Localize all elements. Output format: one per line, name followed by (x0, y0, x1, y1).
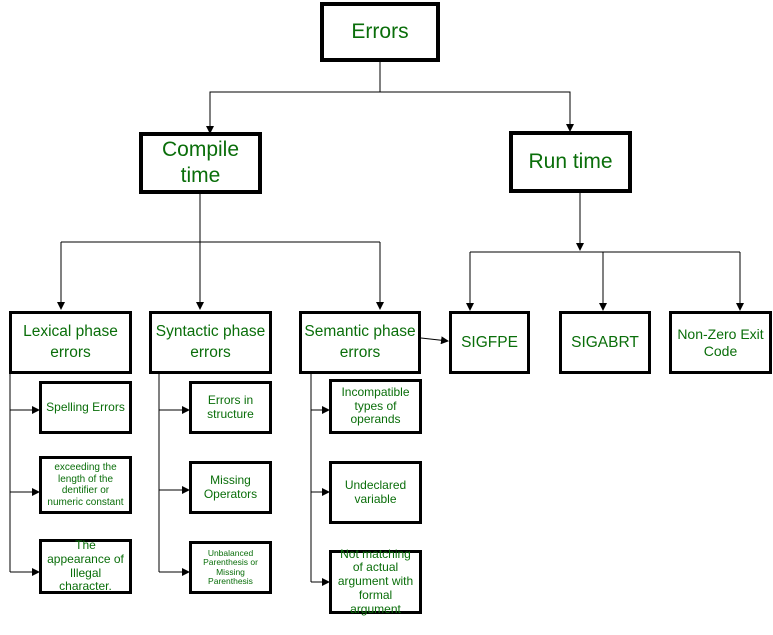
syntactic-item-operators: Missing Operators (189, 461, 272, 514)
errors-root-node: Errors (320, 2, 440, 62)
lexical-item-illegal-char: The appearance of Illegal character. (39, 538, 132, 594)
syntactic-item-parenthesis: Unbalanced Parenthesis or Missing Parent… (189, 541, 272, 594)
non-zero-exit-node: Non-Zero Exit Code (669, 311, 772, 374)
syntactic-item-structure: Errors in structure (189, 381, 272, 434)
sigabrt-node: SIGABRT (559, 311, 651, 374)
lexical-item-spelling: Spelling Errors (39, 381, 132, 434)
sigfpe-node: SIGFPE (449, 311, 530, 374)
run-time-node: Run time (509, 131, 632, 193)
semantic-phase-node: Semantic phase errors (299, 311, 421, 374)
lexical-phase-node: Lexical phase errors (9, 311, 132, 374)
semantic-item-incompatible-types: Incompatible types of operands (329, 379, 422, 434)
lexical-item-length: exceeding the length of the dentifier or… (39, 456, 132, 514)
semantic-item-undeclared: Undeclared variable (329, 461, 422, 524)
semantic-item-arg-mismatch: Not matching of actual argument with for… (329, 547, 422, 616)
syntactic-phase-node: Syntactic phase errors (149, 311, 272, 374)
compile-time-node: Compile time (139, 132, 262, 194)
